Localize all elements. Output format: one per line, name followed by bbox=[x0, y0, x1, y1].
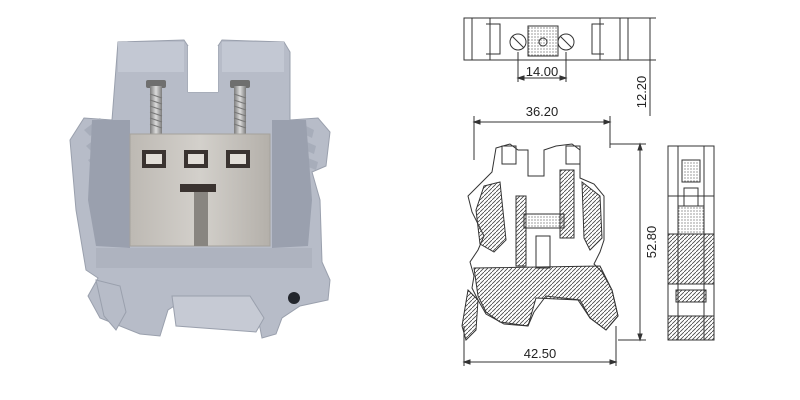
left-screw bbox=[146, 80, 166, 138]
right-screw bbox=[230, 80, 250, 138]
dim-block-thickness: 12.20 bbox=[634, 76, 649, 109]
front-view-drawing bbox=[461, 116, 646, 366]
dim-screw-pitch: 14.00 bbox=[526, 64, 559, 79]
dim-overall-height: 52.80 bbox=[644, 226, 659, 259]
din-foot bbox=[95, 279, 300, 333]
side-view-drawing bbox=[667, 145, 715, 341]
right-top-post bbox=[222, 42, 284, 72]
dim-bottom-width: 42.50 bbox=[524, 346, 557, 361]
lower-rail bbox=[96, 248, 312, 268]
clamp-plate bbox=[129, 133, 271, 247]
left-top-post bbox=[118, 42, 184, 72]
terminal-block-photo bbox=[69, 39, 331, 339]
dim-overall-width: 36.20 bbox=[526, 104, 559, 119]
top-view-drawing bbox=[463, 17, 656, 116]
